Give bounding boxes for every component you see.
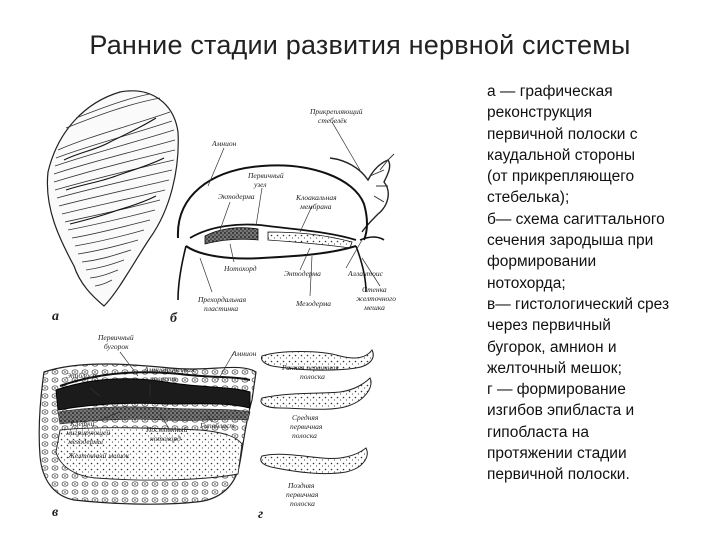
panel-letter-a: а: [52, 309, 59, 324]
label-endoderm: Энтодерма: [284, 269, 321, 278]
label-mesoderm-b: Мезодерма: [295, 299, 331, 308]
panel-letter-b: б: [170, 311, 178, 326]
label-hypoblast: Гипобласт: [199, 421, 235, 430]
label-amnion-b: Амнион: [211, 139, 237, 148]
label-epiblast: Эпибласт: [66, 371, 98, 380]
label-amnion-c: Амнион: [231, 349, 257, 358]
label-yolk-sac: Желточный мешок: [67, 451, 130, 460]
label-ectoderm: Эктодерма: [218, 192, 255, 201]
label-notochord: Нотохорд: [223, 264, 257, 273]
panel-letter-d: г: [258, 507, 263, 522]
panel-a-streak-drawing: а: [47, 91, 178, 324]
label-allantois: Аллантоис: [347, 269, 384, 278]
panel-letter-c: в: [52, 505, 59, 520]
